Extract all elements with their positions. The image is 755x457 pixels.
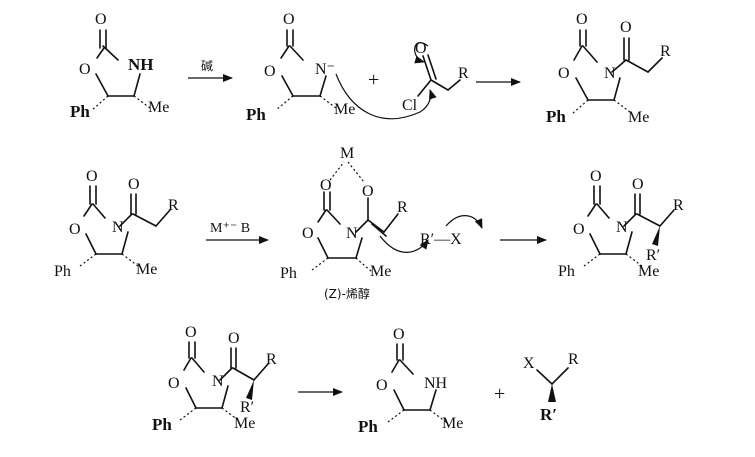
wedge-bond-6	[652, 226, 660, 246]
leaving-group-arrow	[445, 215, 483, 229]
metal-base-label: M⁺⁻ B	[210, 221, 250, 236]
alkylated-imide-cleavage: O O N O R R′ Ph Me	[152, 324, 277, 434]
n-acyl-oxazolidinone-2: O O N O R Ph Me	[54, 168, 179, 280]
acyl-O-7: O	[228, 330, 240, 347]
NH-label: NH	[128, 55, 154, 74]
R-label-1: R	[458, 65, 469, 82]
carbonyl-O-6: O	[590, 168, 602, 185]
alkylated-imide: O O N O R R′ Ph Me	[558, 168, 684, 280]
R-label-5: R	[397, 199, 408, 216]
Ph-label-5: Ph	[280, 265, 297, 282]
Ph-label-7: Ph	[152, 415, 172, 434]
Me-label-6: Me	[638, 263, 659, 280]
R-label-3: R	[660, 43, 671, 60]
N-minus-label: N⁻	[315, 61, 335, 78]
N-label-5: N	[346, 225, 358, 242]
X-label: X	[523, 355, 535, 372]
ring-O-6: O	[573, 221, 585, 238]
plus-sign-2: +	[494, 383, 505, 405]
n-acyl-oxazolidinone-1: O O N O R Ph Me	[546, 11, 671, 126]
N-label-6: N	[616, 219, 628, 236]
carbonyl-O-2: O	[283, 11, 295, 28]
base-label: 碱	[201, 59, 213, 73]
Me-label-2: Me	[334, 101, 355, 118]
enolate-attack-arrow	[379, 235, 429, 253]
electron-arrow-carbonyl	[414, 42, 429, 64]
carbonyl-O-5: O	[320, 177, 332, 194]
acyl-chloride: O Cl R	[402, 40, 469, 114]
alkyl-halide-label: R′—X	[420, 231, 462, 248]
carbonyl-O-7: O	[185, 324, 197, 341]
NH-label-8: NH	[424, 375, 448, 392]
R-label-7: R	[266, 351, 277, 368]
oxazolidinone-anion: O O N⁻ Ph Me	[246, 11, 355, 124]
Me-label-7: Me	[234, 415, 255, 432]
N-label-7: N	[212, 373, 224, 390]
ring-O-2: O	[264, 63, 276, 80]
z-enolate-caption: (Z)-烯醇	[324, 286, 370, 301]
R-label-4: R	[168, 197, 179, 214]
oxazolidinone-1: O O NH Ph Me	[70, 11, 169, 121]
z-enolate-chelate: M O O N O R Ph Me (Z)-烯醇	[280, 145, 408, 301]
Me-label-8: Me	[442, 415, 463, 432]
enolate-O-5: O	[362, 183, 374, 200]
recovered-auxiliary: O O NH Ph Me	[358, 326, 463, 436]
nucleophilic-attack-arrow	[335, 73, 437, 120]
Cl-label: Cl	[402, 97, 418, 114]
ring-O-3: O	[558, 65, 570, 82]
Me-label-3: Me	[628, 109, 649, 126]
R-prime-label-7: R′	[240, 399, 254, 416]
Ph-label-4: Ph	[54, 263, 71, 280]
carbonyl-O: O	[95, 11, 107, 28]
wedge-bond-9	[548, 384, 556, 402]
chiral-product: X R R′	[523, 351, 579, 424]
plus-sign-1: +	[368, 69, 379, 91]
ring-O-5: O	[302, 225, 314, 242]
acyl-O-6: O	[632, 176, 644, 193]
ring-O: O	[79, 61, 91, 78]
N-label-4: N	[112, 219, 124, 236]
ring-O-7: O	[168, 375, 180, 392]
R-label-6: R	[673, 197, 684, 214]
Ph-label-3: Ph	[546, 107, 566, 126]
acyl-O-4: O	[128, 176, 140, 193]
Me-label: Me	[148, 99, 169, 116]
acyl-O: O	[415, 40, 427, 57]
Me-label-5: Me	[370, 263, 391, 280]
Ph-label-8: Ph	[358, 417, 378, 436]
carbonyl-O-8: O	[393, 326, 405, 343]
wedge-bond-7	[246, 380, 254, 400]
R-label-9: R	[568, 351, 579, 368]
acyl-O-3: O	[620, 19, 632, 36]
Ph-label-6: Ph	[558, 263, 575, 280]
metal-M-label: M	[340, 145, 354, 162]
carbonyl-O-3: O	[576, 11, 588, 28]
ring-O-8: O	[376, 377, 388, 394]
R-prime-label-6: R′	[646, 247, 660, 264]
ring-O-4: O	[69, 221, 81, 238]
Me-label-4: Me	[136, 261, 157, 278]
Ph-label: Ph	[70, 102, 90, 121]
Ph-label-2: Ph	[246, 105, 266, 124]
R-prime-label-9: R′	[540, 405, 557, 424]
N-label-3: N	[604, 65, 616, 82]
carbonyl-O-4: O	[86, 168, 98, 185]
